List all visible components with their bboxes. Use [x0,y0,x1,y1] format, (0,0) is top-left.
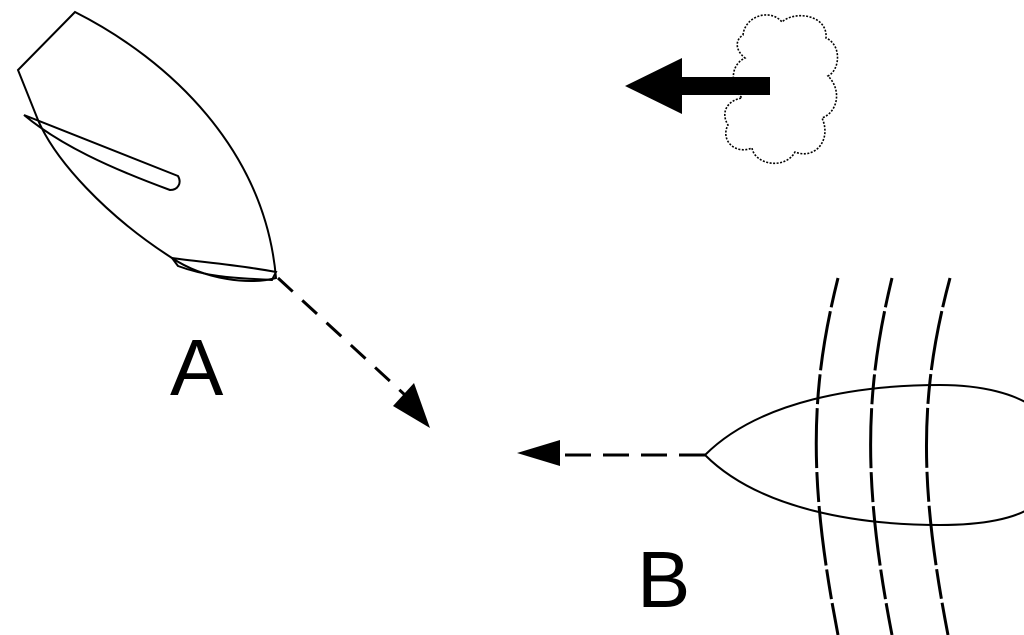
boat-a-stern [169,256,278,282]
wind-indicator [625,14,839,165]
boat-b-sail-line-2 [869,277,894,635]
boat-a-sail [23,114,181,192]
boat-b-sail-line-1 [814,277,840,635]
boat-b-hull [703,383,1024,527]
wind-cloud-icon [724,14,839,165]
wind-arrow-shaft [672,77,770,95]
boat-a-course-line [276,276,407,397]
boat-a: A [16,10,430,428]
boat-b-course-arrowhead [517,440,560,466]
boat-b: B [517,277,1024,635]
boat-a-label: A [170,323,224,412]
boat-a-course-arrowhead [393,383,430,428]
wind-arrow-head [625,58,682,114]
boat-b-label: B [637,535,690,624]
boat-b-sail-line-3 [925,277,952,635]
boat-a-hull [16,10,278,282]
